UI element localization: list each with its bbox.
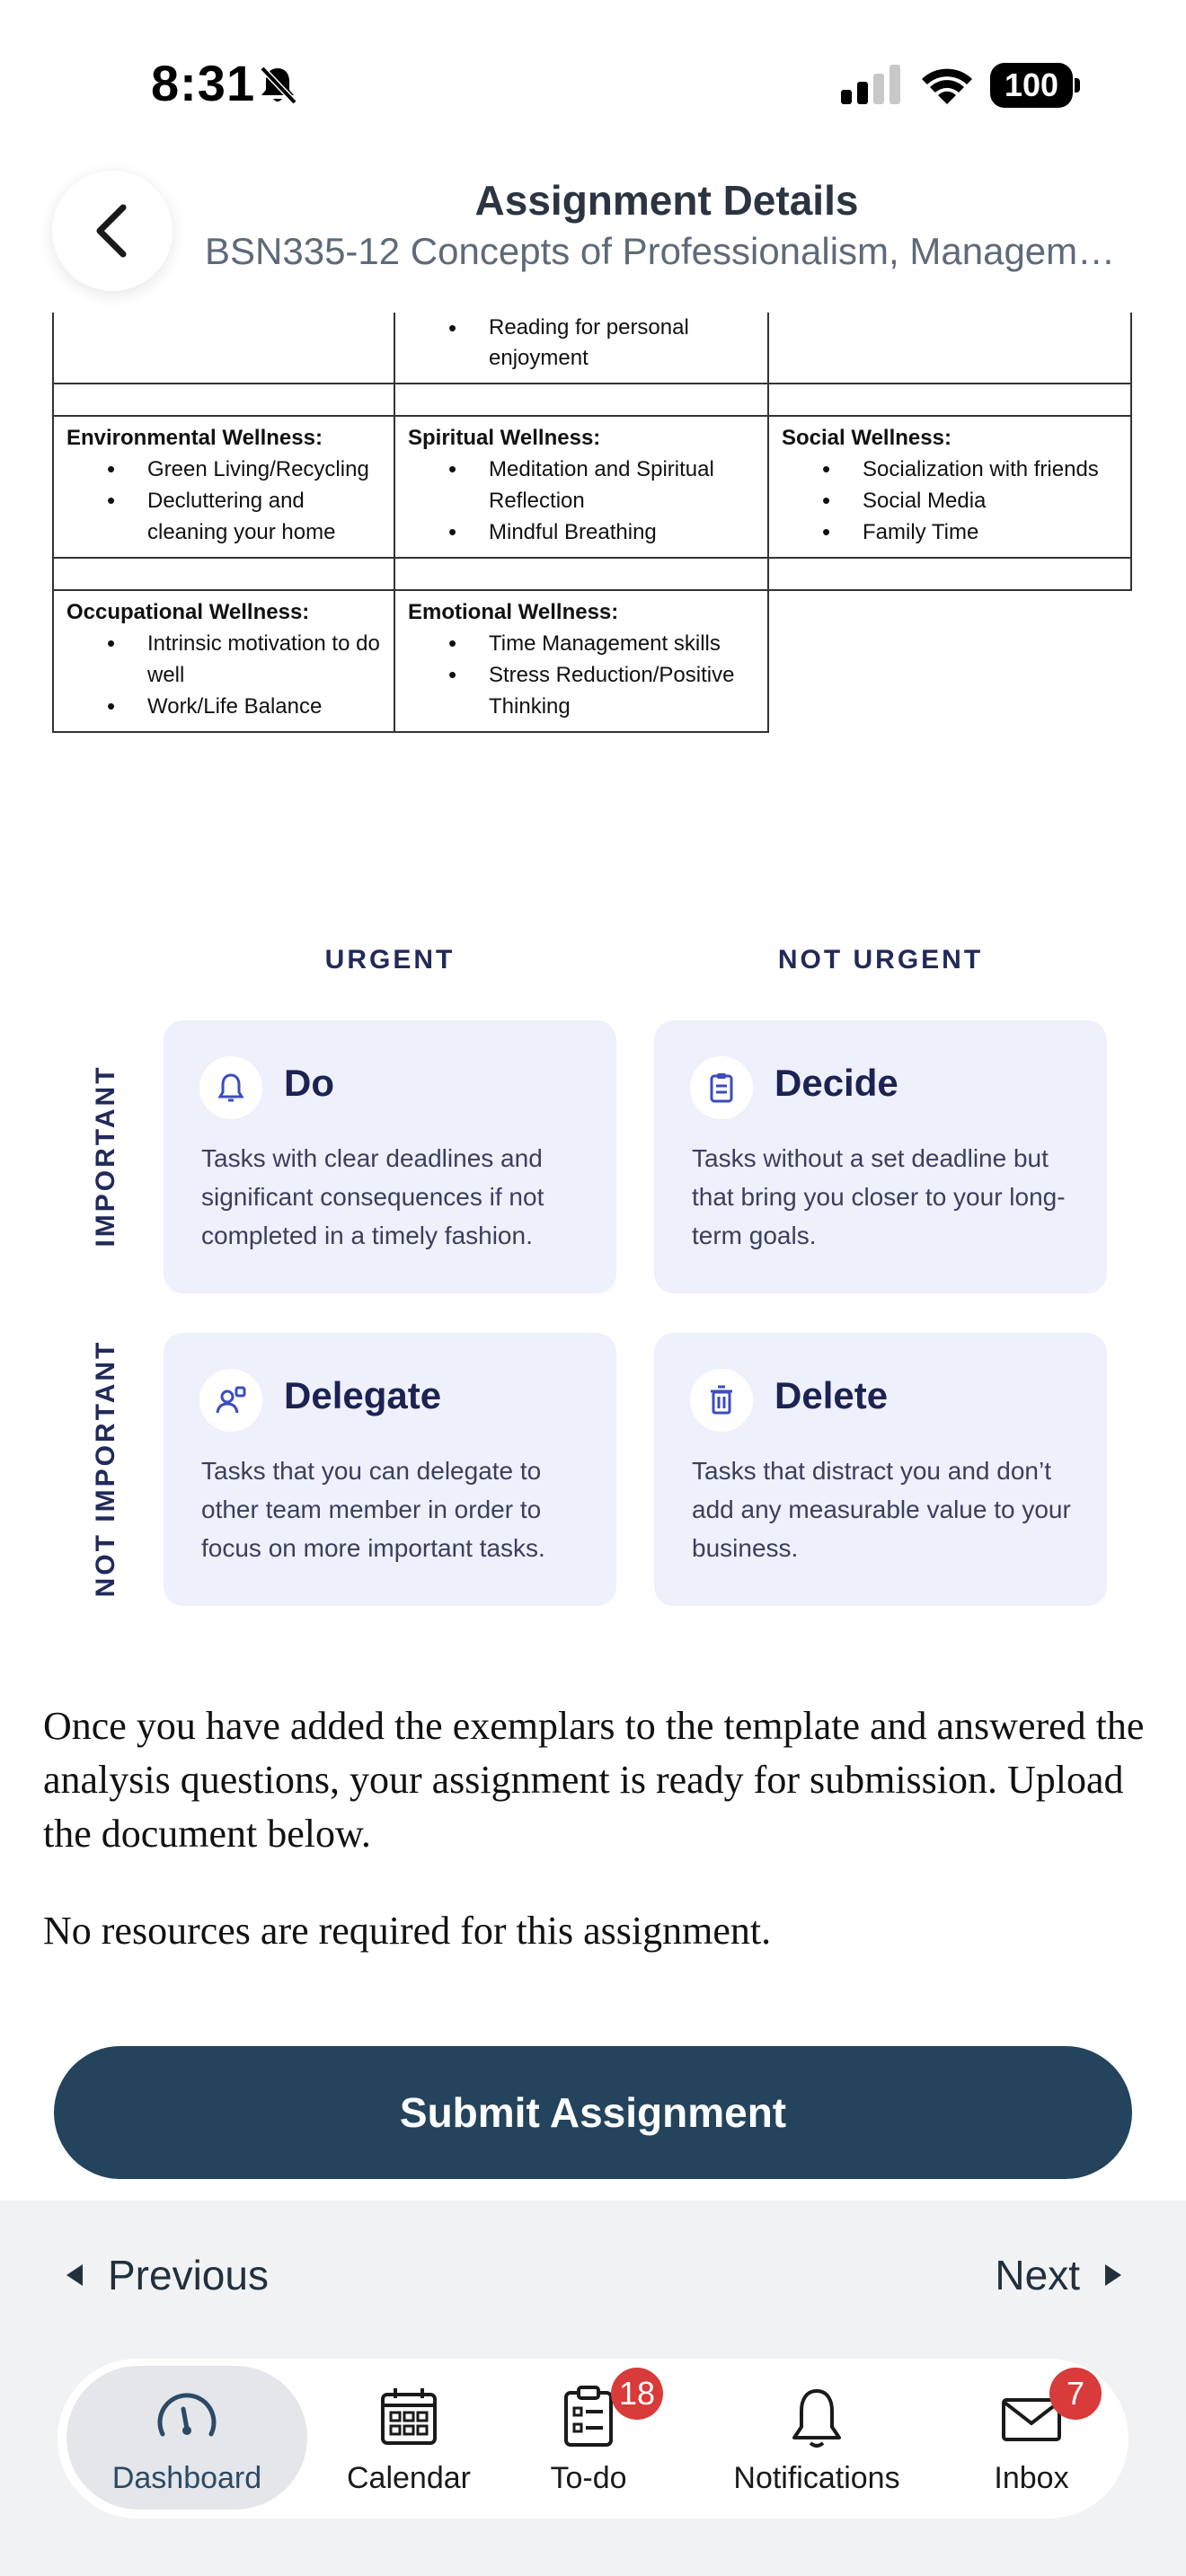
tab-notifications[interactable]: Notifications [695, 2359, 938, 2519]
column-label-not-urgent: NOT URGENT [777, 945, 984, 975]
cell-heading: Environmental Wellness: [66, 426, 323, 450]
active-tab-highlight [66, 2366, 307, 2510]
bell-icon [199, 1056, 262, 1119]
next-button[interactable]: Next [995, 2251, 1123, 2299]
column-label-urgent: URGENT [324, 945, 456, 975]
status-bar: 8:31 100 [0, 0, 1186, 135]
list-item: Social Media [782, 485, 1118, 516]
todo-count-badge: 18 [611, 2368, 663, 2420]
course-subtitle: BSN335-12 Concepts of Professionalism, M… [205, 230, 1130, 272]
battery-indicator: 100 [990, 63, 1080, 108]
list-item: Reading for personal enjoyment [408, 313, 755, 374]
card-description: Tasks that you can delegate to other tea… [201, 1457, 545, 1562]
list-item: Family Time [782, 516, 1118, 548]
caret-right-icon [1105, 2264, 1121, 2286]
header: Assignment Details BSN335-12 Concepts of… [0, 135, 1186, 313]
tab-todo[interactable]: 18 To-do [512, 2359, 665, 2519]
pagination-bar: Previous Next [0, 2201, 1186, 2351]
list-item: Meditation and Spiritual Reflection [408, 454, 755, 516]
envelope-icon [1002, 2398, 1061, 2441]
back-button[interactable] [52, 171, 173, 291]
card-title: Do [284, 1062, 334, 1104]
row-label-not-important: NOT IMPORTANT [91, 1339, 120, 1598]
table-row: Reading for personal enjoyment [52, 311, 1132, 384]
chevron-left-icon [96, 204, 127, 258]
caret-left-icon [66, 2264, 83, 2286]
tab-calendar[interactable]: Calendar [323, 2359, 494, 2519]
card-title: Delegate [284, 1374, 442, 1416]
list-item: Intrinsic motivation to do well [66, 628, 381, 691]
table-row [52, 557, 1132, 591]
card-description: Tasks with clear deadlines and significa… [201, 1144, 544, 1249]
tab-label: Calendar [347, 2461, 471, 2495]
previous-label: Previous [108, 2252, 269, 2298]
table-cell: Environmental Wellness: Green Living/Rec… [52, 415, 395, 559]
table-cell [768, 590, 1131, 732]
tab-label: Inbox [994, 2461, 1069, 2495]
calendar-icon [381, 2388, 437, 2445]
tab-label: Dashboard [111, 2461, 262, 2495]
battery-level: 100 [990, 63, 1073, 108]
wellness-table: Reading for personal enjoyment Environme… [52, 311, 1132, 733]
table-cell [52, 311, 395, 384]
list-item: Stress Reduction/Positive Thinking [408, 659, 755, 722]
bell-off-icon [260, 66, 297, 105]
card-delete: Delete Tasks that distract you and don’t… [654, 1333, 1107, 1606]
list-item: Mindful Breathing [408, 516, 755, 548]
tab-label: Notifications [733, 2461, 900, 2495]
bell-icon [792, 2389, 841, 2448]
page-title: Assignment Details [474, 177, 859, 224]
table-cell [767, 311, 1132, 384]
status-time: 8:31 [151, 55, 256, 111]
tab-label: To-do [550, 2461, 627, 2495]
previous-button[interactable]: Previous [65, 2251, 269, 2299]
table-cell: Spiritual Wellness: Meditation and Spiri… [394, 415, 769, 559]
tab-inbox[interactable]: 7 Inbox [960, 2359, 1103, 2519]
table-cell: Reading for personal enjoyment [394, 311, 769, 384]
gauge-icon [157, 2393, 217, 2437]
card-description: Tasks that distract you and don’t add an… [692, 1457, 1071, 1562]
clipboard-icon [690, 1056, 753, 1119]
card-decide: Decide Tasks without a set deadline but … [654, 1020, 1107, 1293]
battery-tip [1075, 78, 1080, 93]
cell-heading: Social Wellness: [782, 426, 951, 450]
row-label-important: IMPORTANT [91, 1064, 120, 1248]
inbox-count-badge: 7 [1049, 2368, 1102, 2420]
user-share-icon [199, 1369, 262, 1432]
todo-clipboard-icon [564, 2386, 613, 2447]
list-item: Time Management skills [408, 628, 755, 659]
cell-heading: Occupational Wellness: [66, 600, 310, 624]
cell-heading: Spiritual Wellness: [408, 426, 601, 450]
card-title: Decide [774, 1062, 898, 1104]
table-row [52, 383, 1132, 417]
list-item: Socialization with friends [782, 454, 1118, 485]
tab-bar: Dashboard Calendar 18 To-do [58, 2359, 1128, 2519]
table-row: Occupational Wellness: Intrinsic motivat… [52, 589, 1131, 733]
card-delegate: Delegate Tasks that you can delegate to … [164, 1333, 616, 1606]
card-description: Tasks without a set deadline but that br… [692, 1144, 1066, 1249]
list-item: Decluttering and cleaning your home [66, 485, 381, 548]
table-cell: Occupational Wellness: Intrinsic motivat… [52, 589, 395, 733]
submit-assignment-button[interactable]: Submit Assignment [54, 2046, 1132, 2179]
list-item: Green Living/Recycling [66, 454, 381, 485]
table-cell: Emotional Wellness: Time Management skil… [394, 589, 769, 733]
cell-heading: Emotional Wellness: [408, 600, 619, 624]
table-cell: Social Wellness: Socialization with frie… [767, 415, 1132, 559]
card-title: Delete [774, 1374, 889, 1416]
cellular-signal-icon [841, 65, 900, 104]
trash-icon [690, 1369, 753, 1432]
instructions-paragraph: Once you have added the exemplars to the… [43, 1704, 1145, 1856]
list-item: Work/Life Balance [66, 691, 381, 722]
card-do: Do Tasks with clear deadlines and signif… [164, 1020, 616, 1293]
tab-dashboard[interactable]: Dashboard [58, 2359, 316, 2519]
resources-paragraph: No resources are required for this assig… [43, 1909, 772, 1953]
table-row: Environmental Wellness: Green Living/Rec… [52, 415, 1132, 559]
wifi-icon [922, 68, 972, 104]
next-label: Next [995, 2252, 1080, 2298]
